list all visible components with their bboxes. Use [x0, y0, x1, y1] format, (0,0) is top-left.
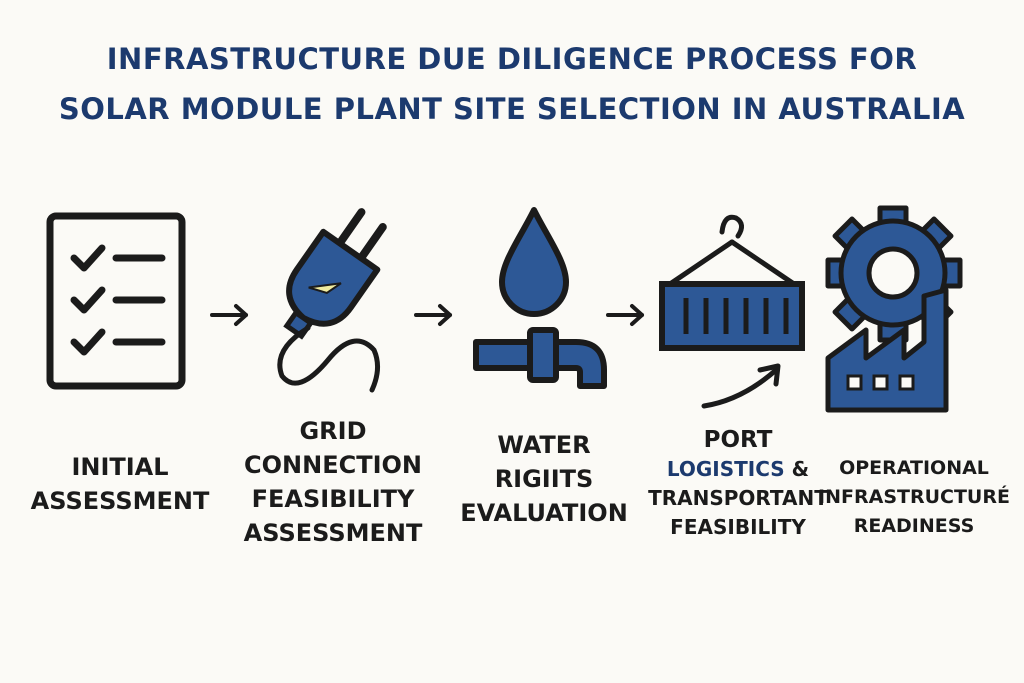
title-line-1: INFRASTRUCTURE DUE DILIGENCE PROCESS FOR: [106, 42, 918, 76]
arrow-right-1: [210, 304, 248, 326]
step-label-port-logistics: PORT LOGISTICS & TRANSPORTANT FEASIBILIT…: [648, 427, 828, 539]
arrow-right-3: [606, 304, 644, 326]
power-plug-icon: [277, 208, 387, 393]
factory-gear-icon: [825, 205, 963, 413]
checklist-icon: [46, 212, 186, 390]
shipping-container-icon: [659, 214, 805, 409]
step-label-operational-readiness: OPERATIONAL INFRASTRUCTURÉ READINESS: [818, 457, 1010, 537]
diagram-title: INFRASTRUCTURE DUE DILIGENCE PROCESS FOR…: [0, 34, 1024, 134]
title-line-2: SOLAR MODULE PLANT SITE SELECTION IN AUS…: [58, 92, 966, 126]
water-drop-pipe-icon: [473, 207, 607, 389]
step-label-initial-assessment: INITIAL ASSESSMENT: [30, 453, 210, 515]
arrow-right-2: [414, 304, 452, 326]
step-label-grid-connection: GRID CONNECTION FEASIBILITY ASSESSMENT: [243, 417, 423, 547]
step-label-water-rights: WATER RIGIITS EVALUATION: [460, 431, 628, 527]
